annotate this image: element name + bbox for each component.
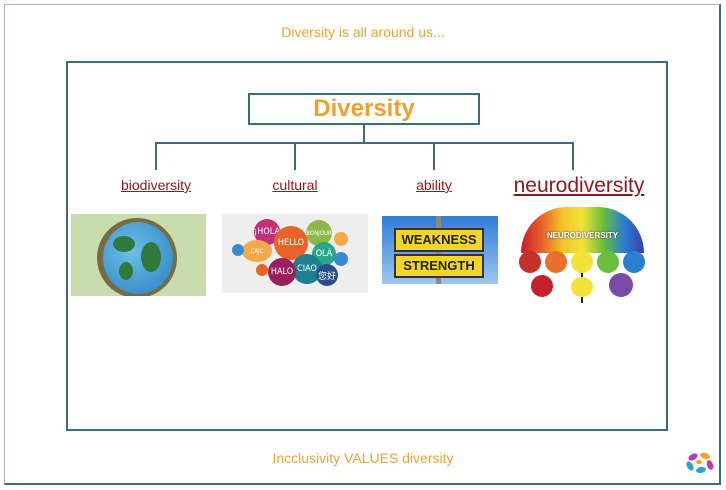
weakness-strength-image: WEAKNESS STRENGTH — [382, 216, 498, 284]
diagram-root: Diversity — [248, 93, 480, 125]
word-bubble: HALO — [268, 258, 296, 286]
diagram-frame — [66, 61, 668, 431]
branch-cultural-link[interactable]: cultural — [272, 177, 318, 193]
slide-footer-title: Incclusivity VALUES diversity — [272, 450, 454, 466]
slide-title: Diversity is all around us... — [281, 24, 445, 40]
connector — [433, 142, 435, 170]
globe-image — [71, 214, 206, 296]
connector — [363, 125, 365, 143]
umbrella-label: NEURODIVERSITY — [546, 231, 619, 240]
branch-biodiversity-link[interactable]: biodiversity — [120, 177, 192, 193]
slide-frame — [4, 4, 721, 485]
connector — [155, 142, 157, 170]
neurodiversity-umbrella-image: NEURODIVERSITY — [517, 205, 648, 303]
connector — [294, 142, 296, 170]
strength-sign: STRENGTH — [394, 254, 484, 278]
branch-ability-link[interactable]: ability — [416, 177, 452, 193]
languages-image: ¡HOLA HELLO BONJOUR OLÁ CIAO HALO 您好 CAJ… — [222, 214, 368, 293]
branch-neurodiversity-link[interactable]: neurodiversity — [513, 174, 645, 197]
connector — [572, 142, 574, 170]
word-bubble: CAJC — [242, 240, 272, 262]
word-bubble: 您好 — [316, 264, 338, 286]
logo-icon — [686, 452, 714, 474]
connector — [155, 142, 574, 144]
word-bubble: BONJOUR — [306, 220, 332, 246]
weakness-sign: WEAKNESS — [394, 228, 484, 252]
